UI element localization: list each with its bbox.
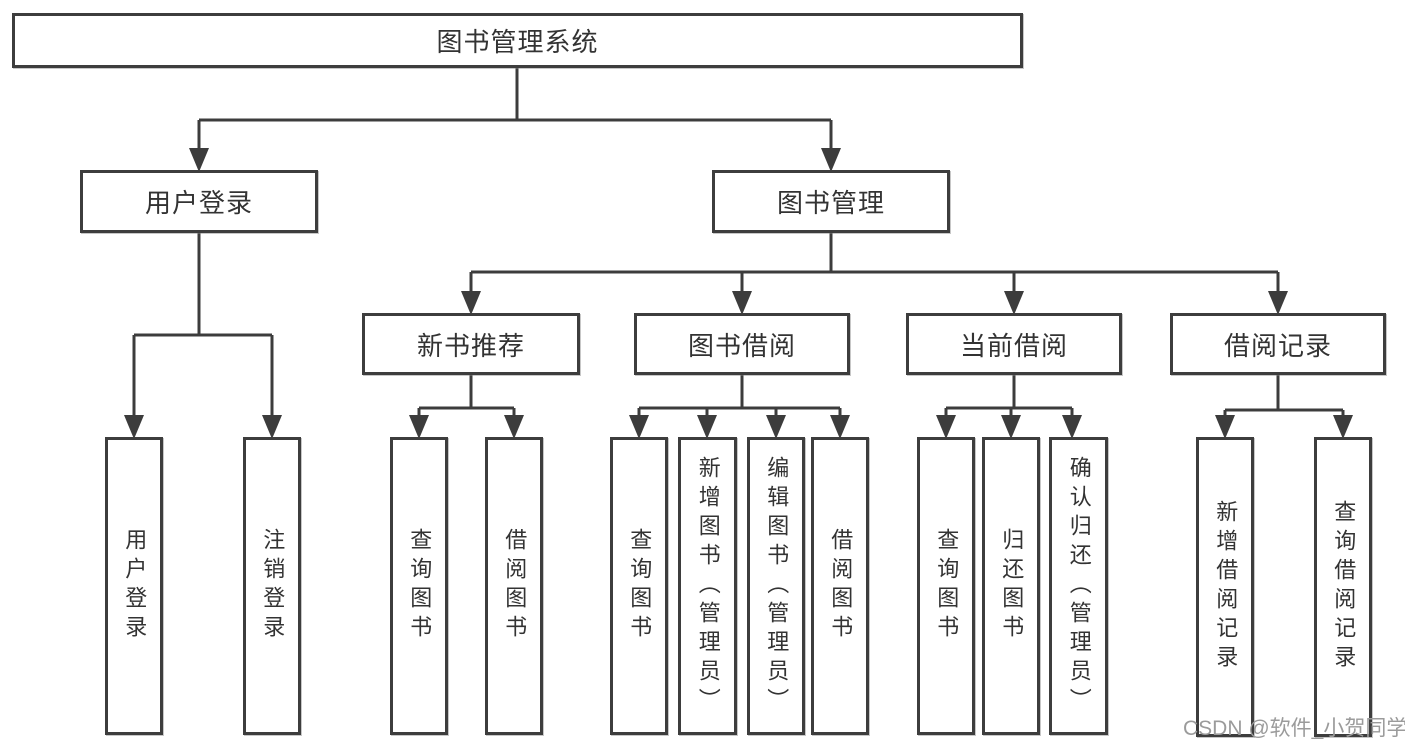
leaf-records-query-record: 查询借阅记录 bbox=[1314, 437, 1372, 737]
node-user-login: 用户登录 bbox=[80, 170, 318, 233]
leaf-label: 确认归还（管理员） bbox=[1066, 455, 1092, 717]
leaf-label: 借阅图书 bbox=[828, 528, 854, 644]
node-label: 用户登录 bbox=[144, 188, 253, 218]
leaf-borrowing-edit-books-admin: 编辑图书（管理员） bbox=[747, 437, 805, 735]
leaf-label: 借阅图书 bbox=[502, 528, 528, 644]
leaf-borrowing-query-books: 查询图书 bbox=[610, 437, 668, 735]
csdn-watermark: CSDN @软件_小贺同学 bbox=[1183, 717, 1405, 740]
node-book-borrowing: 图书借阅 bbox=[634, 313, 850, 375]
leaf-label: 查询图书 bbox=[934, 528, 960, 644]
leaf-borrowing-add-books-admin: 新增图书（管理员） bbox=[678, 437, 737, 735]
leaf-recommend-borrow-books: 借阅图书 bbox=[485, 437, 543, 735]
node-label: 图书管理系统 bbox=[436, 27, 599, 57]
node-library-system: 图书管理系统 bbox=[12, 13, 1023, 68]
node-label: 图书管理 bbox=[776, 188, 885, 218]
node-borrowing-records: 借阅记录 bbox=[1170, 313, 1386, 375]
leaf-borrowing-borrow-books: 借阅图书 bbox=[811, 437, 869, 735]
node-label: 图书借阅 bbox=[687, 330, 796, 361]
leaf-current-query-books: 查询图书 bbox=[917, 437, 975, 735]
leaf-label: 编辑图书（管理员） bbox=[764, 455, 790, 717]
leaf-user-login: 用户登录 bbox=[105, 437, 163, 735]
leaf-recommend-query-books: 查询图书 bbox=[390, 437, 448, 735]
node-label: 借阅记录 bbox=[1223, 330, 1332, 361]
node-new-book-recommend: 新书推荐 bbox=[362, 313, 580, 375]
leaf-label: 查询借阅记录 bbox=[1331, 500, 1357, 674]
node-book-management: 图书管理 bbox=[712, 170, 950, 233]
node-label: 当前借阅 bbox=[959, 330, 1068, 361]
leaf-label: 查询图书 bbox=[627, 528, 653, 644]
leaf-label: 归还图书 bbox=[999, 528, 1025, 644]
leaf-label: 查询图书 bbox=[407, 528, 433, 644]
node-label: 新书推荐 bbox=[416, 330, 525, 361]
leaf-current-confirm-return-admin: 确认归还（管理员） bbox=[1049, 437, 1108, 735]
leaf-records-add-record: 新增借阅记录 bbox=[1196, 437, 1254, 737]
arrowheads bbox=[124, 148, 1353, 439]
node-current-borrowing: 当前借阅 bbox=[906, 313, 1122, 375]
leaf-label: 新增图书（管理员） bbox=[695, 455, 721, 717]
leaf-label: 注销登录 bbox=[260, 528, 286, 644]
leaf-label: 用户登录 bbox=[122, 528, 148, 644]
leaf-logout: 注销登录 bbox=[243, 437, 301, 735]
leaf-current-return-books: 归还图书 bbox=[982, 437, 1040, 735]
leaf-label: 新增借阅记录 bbox=[1213, 500, 1239, 674]
